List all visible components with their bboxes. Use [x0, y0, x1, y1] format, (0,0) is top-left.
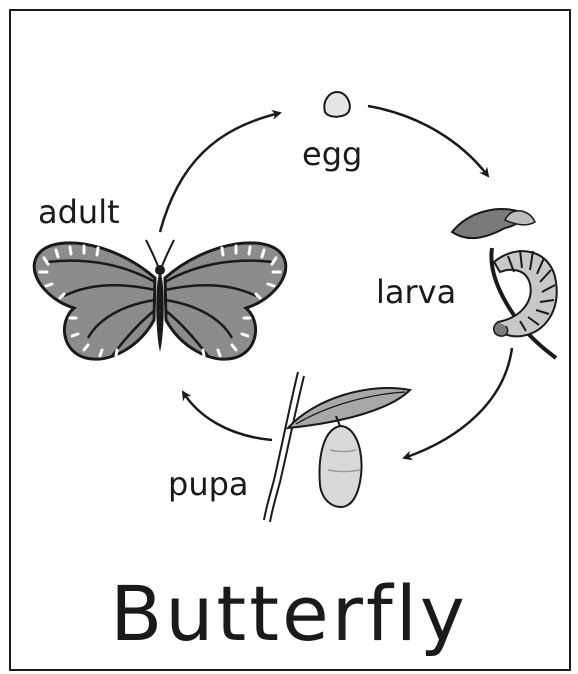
label-larva: larva: [376, 273, 456, 311]
arrow-adult-to-egg: [160, 113, 280, 232]
larva-illustration: [452, 209, 557, 358]
arrow-egg-to-larva: [368, 106, 488, 176]
label-egg: egg: [302, 135, 362, 173]
adult-butterfly-illustration: [34, 240, 286, 359]
egg-illustration: [324, 92, 349, 117]
arrow-pupa-to-adult: [183, 392, 272, 440]
diagram-title: Butterfly: [110, 569, 468, 658]
label-pupa: pupa: [168, 465, 249, 503]
pupa-illustration: [264, 372, 410, 522]
label-adult: adult: [38, 193, 120, 231]
arrow-larva-to-pupa: [404, 348, 512, 458]
